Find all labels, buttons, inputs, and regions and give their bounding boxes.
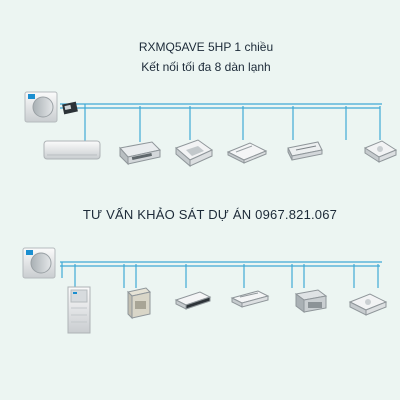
indoor-unit-duct-box: [294, 289, 328, 313]
indoor-unit-slim-cassette: [230, 290, 270, 308]
indoor-unit-ahu: [127, 287, 151, 320]
indoor-unit-cassette-4way: [175, 139, 213, 168]
top-pipe-network: [60, 103, 382, 142]
indoor-unit-concealed-duct: [287, 141, 323, 161]
indoor-unit-ceiling-cassette: [226, 142, 268, 164]
model-title: RXMQ5AVE 5HP 1 chiều: [138, 40, 274, 54]
outdoor-unit-bottom: [22, 247, 56, 279]
brand-logo-icon: [28, 94, 35, 99]
indoor-unit-round-cassette-bottom: [348, 293, 388, 316]
bottom-pipe-network: [60, 261, 382, 288]
outdoor-unit-top: [24, 91, 58, 123]
indoor-unit-round-cassette-top: [363, 140, 398, 163]
indoor-unit-floor-standing: [67, 286, 91, 334]
connection-subtitle: Kết nối tối đa 8 dàn lạnh: [141, 60, 271, 74]
brand-logo-icon: [26, 250, 33, 255]
consultation-banner: TƯ VẤN KHẢO SÁT DỰ ÁN 0967.821.067: [82, 207, 338, 222]
branch-box-top: [62, 101, 78, 115]
indoor-unit-wall-mounted: [43, 140, 101, 160]
indoor-unit-ducted: [119, 141, 162, 166]
indoor-unit-ceiling-suspended: [174, 291, 212, 310]
